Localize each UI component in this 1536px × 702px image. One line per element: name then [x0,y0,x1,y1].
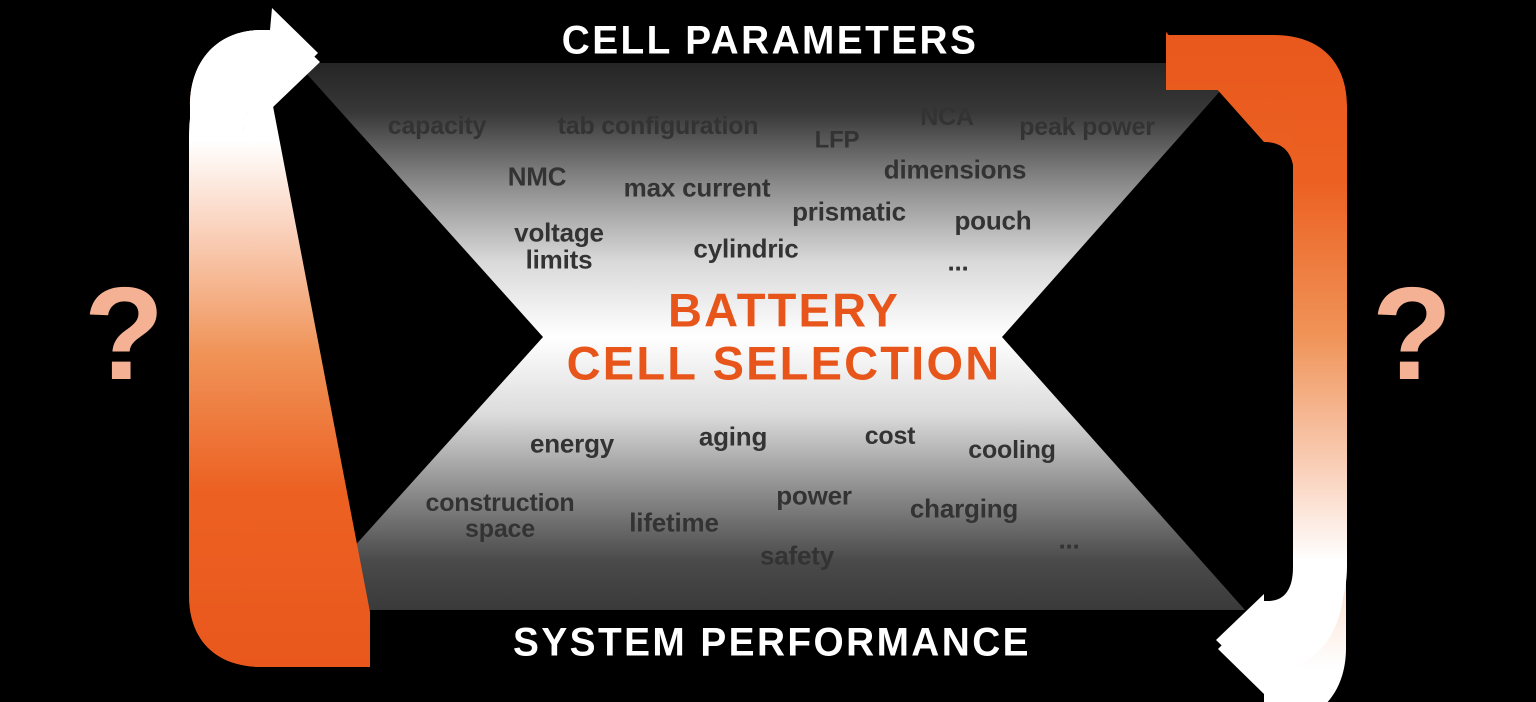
left-arrow-shape [189,16,370,667]
banner-system-performance: SYSTEM PERFORMANCE [513,620,1031,665]
question-mark-left-icon: ? [83,260,165,407]
question-mark-right-icon: ? [1371,260,1453,407]
right-arrow-shape [1166,35,1347,686]
center-title-line2: CELL SELECTION [566,336,1002,389]
center-title-line1: BATTERY [667,283,901,337]
left-arrow-path [243,60,370,612]
center-title: BATTERY CELL SELECTION [567,284,1002,389]
banner-cell-parameters: CELL PARAMETERS [561,18,979,63]
